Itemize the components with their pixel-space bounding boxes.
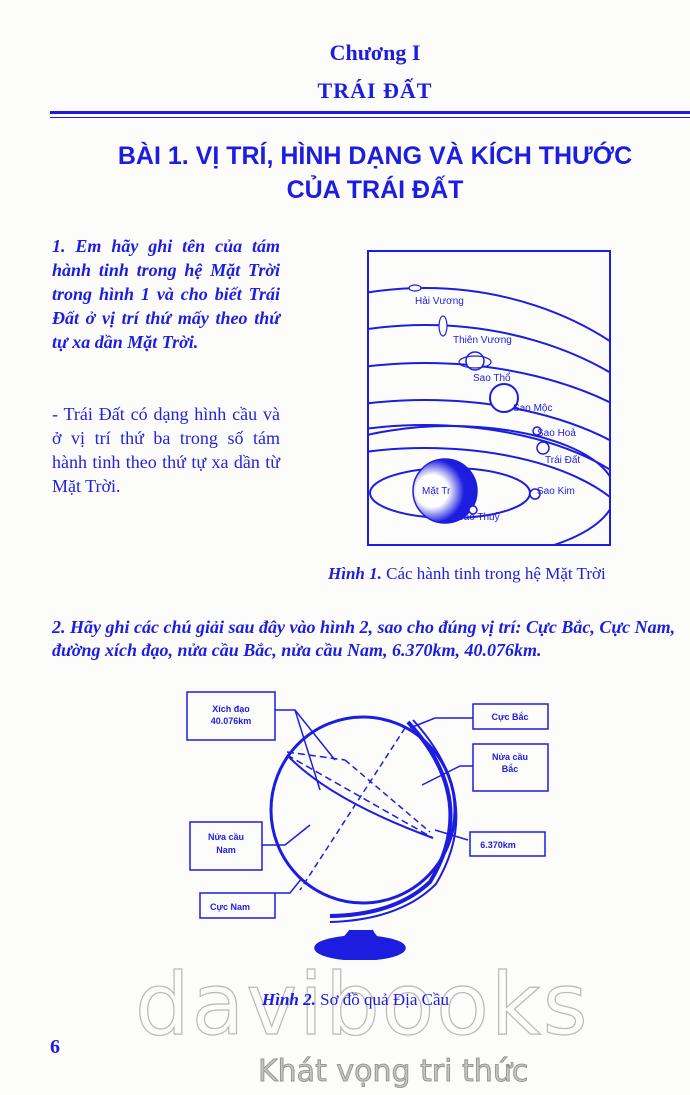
question-1: 1. Em hãy ghi tên của tám hành tinh tron… — [52, 236, 280, 352]
answer-1: - Trái Đất có dạng hình cầu và ở vị trí … — [52, 404, 280, 496]
label-south-pole: Cực Nam — [210, 902, 250, 912]
mercury — [468, 505, 478, 515]
question-2: 2. Hãy ghi các chú giải sau đây vào hình… — [52, 617, 676, 660]
caption-label: Hình 1. — [328, 564, 382, 583]
label-jupiter: Sao Mộc — [513, 403, 552, 414]
label-equator-length: 40.076km — [211, 716, 252, 726]
label-north-hemisphere: Nửa cầu — [492, 752, 528, 762]
label-neptune: Hải Vương — [415, 296, 464, 307]
globe-figure: Xích đạo 40.076km Cực Bắc Nửa cầu Bắc Nử… — [186, 691, 549, 960]
label-mars: Sao Hoả — [537, 428, 576, 439]
caption-text: Sơ đồ quả Địa Cầu — [320, 990, 450, 1009]
sun — [412, 458, 478, 524]
caption-text: Các hành tinh trong hệ Mặt Trời — [386, 564, 606, 583]
lesson-title-line1: BÀI 1. VỊ TRÍ, HÌNH DẠNG VÀ KÍCH THƯỚC — [117, 142, 633, 170]
watermark-slogan: Khát vọng tri thức — [258, 1054, 529, 1090]
figure-frame — [367, 250, 611, 546]
lesson-title-line2: CỦA TRÁI ĐẤT — [286, 176, 464, 204]
chapter-title: TRÁI ĐẤT — [317, 78, 433, 103]
solar-system-figure: Mặt Tr Sao Thuỷ Sao Kim Trái Đất Sao Hoả… — [367, 250, 611, 546]
saturn-ring — [458, 355, 492, 369]
label-north-pole: Cực Bắc — [491, 711, 528, 722]
label-equator: Xích đạo — [212, 704, 250, 714]
label-radius: 6.370km — [480, 840, 516, 850]
chapter-number: Chương I — [329, 40, 421, 65]
label-north-hemisphere-2: Bắc — [502, 763, 519, 774]
uranus — [438, 315, 448, 337]
label-uranus: Thiên Vương — [453, 335, 512, 346]
earth — [536, 441, 550, 455]
label-south-hemisphere: Nửa cầu — [208, 832, 244, 842]
neptune — [408, 284, 422, 292]
mars — [532, 426, 542, 436]
figure-1-caption: Hình 1. Các hành tinh trong hệ Mặt Trời — [328, 564, 606, 584]
jupiter — [489, 383, 519, 413]
label-saturn: Sao Thổ — [473, 372, 511, 384]
watermark-brand: davibooks — [134, 954, 590, 1055]
venus — [529, 488, 541, 500]
label-south-hemisphere-2: Nam — [216, 845, 236, 855]
divider — [50, 117, 690, 118]
page-number: 6 — [50, 1036, 60, 1058]
figure-2-caption: Hình 2. Sơ đồ quả Địa Cầu — [262, 990, 449, 1010]
label-earth: Trái Đất — [545, 454, 580, 466]
label-sun: Mặt Tr — [422, 486, 451, 497]
label-mercury: Sao Thuỷ — [457, 511, 500, 523]
caption-label: Hình 2. — [262, 990, 316, 1009]
label-venus: Sao Kim — [537, 486, 575, 497]
divider — [50, 111, 690, 114]
